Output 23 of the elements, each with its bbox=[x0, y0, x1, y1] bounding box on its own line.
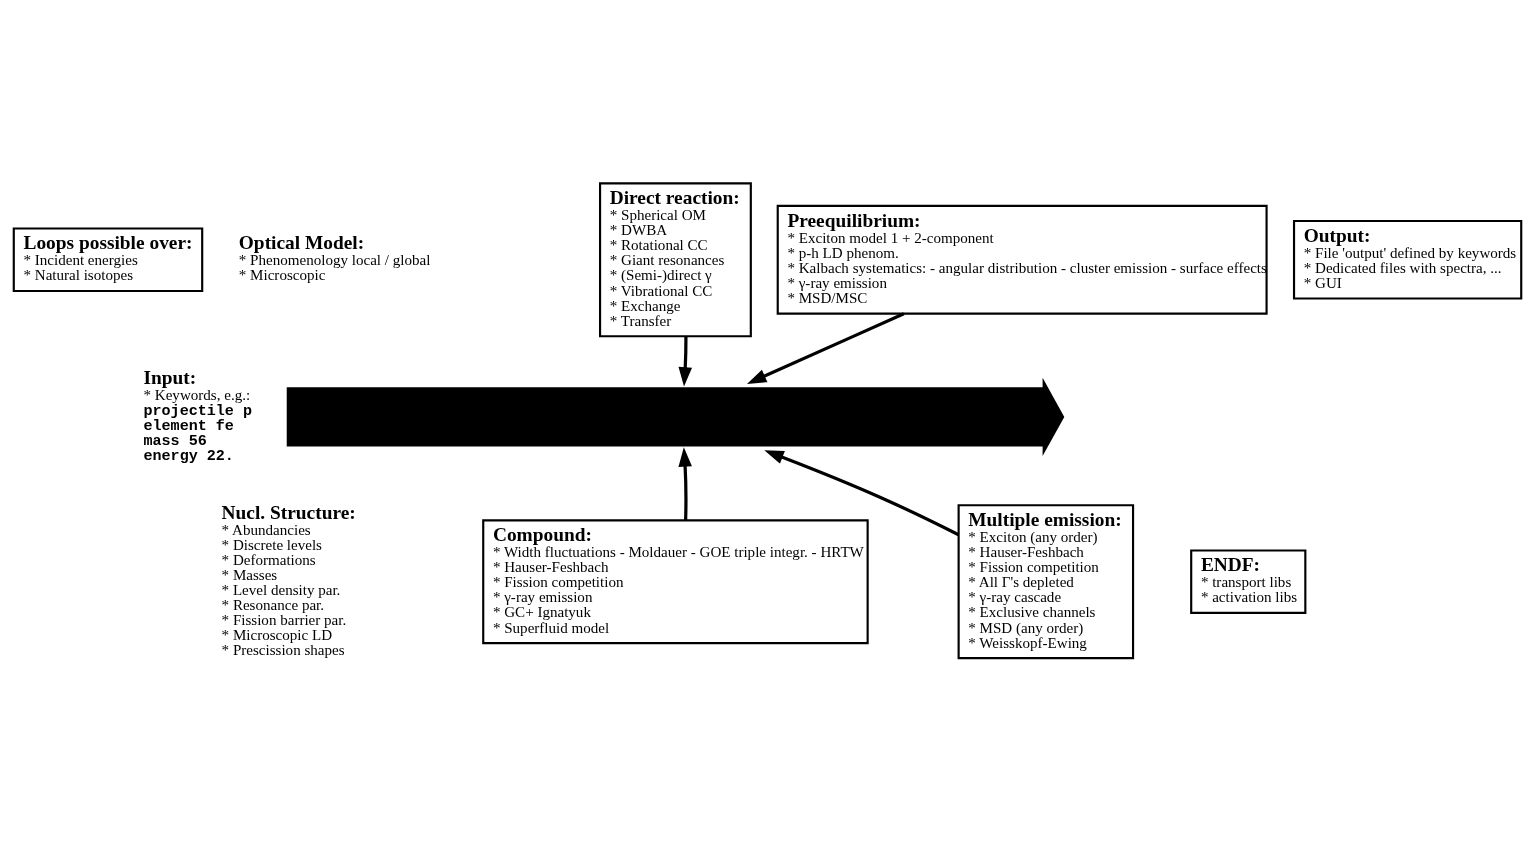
label: * Level density par. bbox=[221, 581, 341, 598]
label: Input: bbox=[143, 366, 197, 388]
arrow bbox=[746, 311, 905, 384]
label: * Abundancies bbox=[221, 521, 311, 538]
label: * Masses bbox=[221, 566, 278, 583]
node-box: Direct reaction: * Spherical OM * DWBA * Rotational CC * Giant resonances * (Semi-)direct γ * Vibrational CC * Exchange * Transfer bbox=[599, 181, 752, 337]
node-box: ENDF: * transport libs * activation libs bbox=[1190, 548, 1307, 614]
arrow bbox=[764, 449, 960, 536]
node-box: Multiple emission: * Exciton (any order) * Hauser-Feshbach * Fission competition * All Γ's depleted * γ-ray cascade * Exclusive channels * MSD (any order) * Weisskopf-Ewing bbox=[957, 503, 1135, 659]
label: * Discrete levels bbox=[221, 536, 322, 553]
node-arrow bbox=[286, 377, 1065, 456]
label: Optical Model: bbox=[238, 231, 365, 253]
node-box: Loops possible over: * Incident energies * Natural isotopes bbox=[12, 226, 204, 292]
label: * Keywords, e.g.: bbox=[143, 386, 251, 403]
label: * Deformations bbox=[221, 551, 316, 568]
label: Nucl. Structure: bbox=[221, 501, 356, 523]
arrow bbox=[678, 336, 693, 387]
label: * Microscopic bbox=[238, 266, 326, 283]
label: * Fission barrier par. bbox=[221, 611, 347, 628]
arrow bbox=[678, 446, 692, 520]
node-box: Preequilibrium: * Exciton model 1 + 2-component * p-h LD phenom. * Kalbach systematics: - angular distribution - cluster emission - surface effects * γ-ray emission * MSD/MSC bbox=[776, 204, 1268, 315]
node-box: Compound: * Width fluctuations - Moldauer - GOE triple integr. - HRTW * Hauser-Feshbach * Fission competition * γ-ray emission * GC+ Ignatyuk * Superfluid model bbox=[482, 518, 869, 644]
node-box: Output: * File 'output' defined by keywords * Dedicated files with spectra, ... * GUI bbox=[1292, 219, 1523, 300]
